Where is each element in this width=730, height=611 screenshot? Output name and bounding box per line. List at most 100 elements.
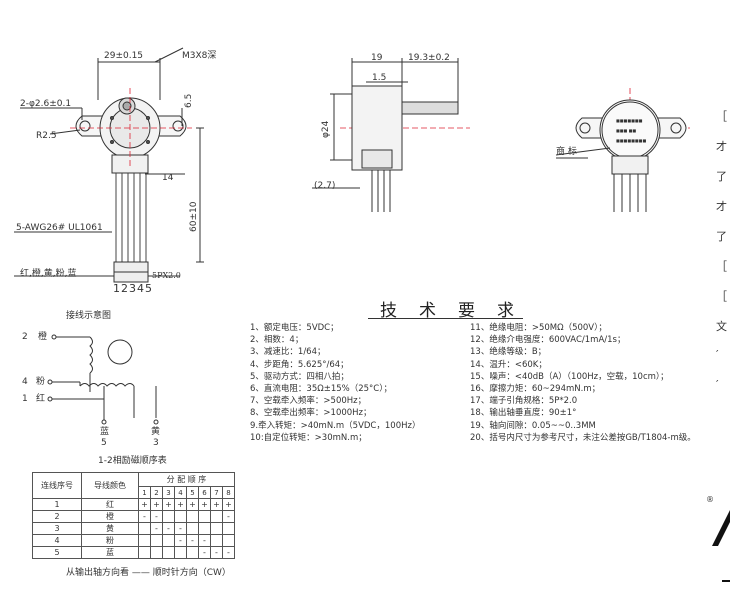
edge-glyph: ［	[716, 110, 727, 123]
edge-glyph: ［	[716, 260, 727, 273]
row-seq: 4	[32, 534, 82, 547]
row-cell	[210, 522, 223, 535]
row-cell	[186, 522, 199, 535]
edge-glyph: 才	[716, 200, 727, 213]
dim-shaft-length: 19.3±0.2	[408, 53, 450, 63]
connector-spec: 5PX2.0	[152, 271, 181, 280]
wiring-title: 接线示意图	[66, 311, 112, 321]
wiring-node-1: 1	[22, 394, 28, 404]
row-cell	[222, 522, 235, 535]
row-cell	[150, 546, 163, 559]
row-color: 黄	[81, 522, 139, 535]
table-step: 6	[198, 486, 211, 499]
phase-sequence-table: 连线序号 导线颜色 分 配 顺 序 1 2 3 4 5 6 7 8 1 红 + …	[32, 472, 235, 559]
dim-body-width: 19	[371, 53, 383, 63]
wire-colors: 红,橙,黄,粉,蓝	[20, 269, 77, 279]
spec-item: 12、绝缘介电强度：600VAC/1mA/1s；	[470, 335, 626, 346]
spec-item: 7、空载牵入频率：>500Hz；	[250, 396, 367, 407]
edge-glyph: 了	[716, 230, 727, 243]
row-color: 蓝	[81, 546, 139, 559]
wiring-yellow: 黄	[151, 427, 161, 437]
spec-item: 16、摩擦力矩：60~294mN.m；	[470, 384, 601, 395]
dim-lead-length: 60±10	[189, 201, 199, 232]
row-cell	[162, 510, 175, 523]
svg-text:■■■■■■■■: ■■■■■■■■	[616, 138, 646, 143]
table-col-seq: 连线序号	[32, 472, 82, 499]
dim-radius: R2.5	[36, 131, 57, 141]
table-col-distribution: 分 配 顺 序	[138, 472, 235, 487]
row-cell	[174, 546, 187, 559]
row-cell	[198, 510, 211, 523]
wiring-yellow-num: 3	[153, 438, 159, 448]
table-row: 1 红 + + + + + + + +	[32, 498, 235, 511]
table-row: 2 橙 - - -	[32, 510, 235, 523]
table-row: 5 蓝 - - -	[32, 546, 235, 559]
wiring-blue: 蓝	[100, 427, 110, 437]
table-caption: 1-2相励磁顺序表	[98, 456, 167, 466]
wiring-schematic	[47, 334, 159, 425]
wiring-node-4: 4	[22, 377, 28, 387]
spec-item: 3、减速比：1/64；	[250, 347, 326, 358]
edge-glyph: 了	[716, 170, 727, 183]
row-cell: +	[222, 498, 235, 511]
table-col-color: 导线颜色	[81, 472, 139, 499]
table-step: 3	[162, 486, 175, 499]
row-cell: -	[150, 522, 163, 535]
table-row: 4 粉 - - -	[32, 534, 235, 547]
row-color: 橙	[81, 510, 139, 523]
pin-numbers: 12345	[113, 282, 153, 295]
row-cell	[210, 510, 223, 523]
row-cell: +	[150, 498, 163, 511]
row-cell	[174, 510, 187, 523]
spec-item: 19、轴向间隙：0.05~~0..3MM	[470, 420, 596, 431]
spec-item: 11、绝缘电阻：>50MΩ（500V）；	[470, 323, 607, 333]
row-seq: 3	[32, 522, 82, 535]
dim-hole: 2-φ2.6±0.1	[20, 99, 72, 109]
dim-offset: 6.5	[184, 93, 194, 108]
row-cell: -	[162, 522, 175, 535]
logo-underline	[722, 580, 730, 582]
spec-item: 10:自定位转矩：>30mN.m；	[250, 432, 367, 443]
row-cell	[138, 522, 151, 535]
spec-item: 17、端子引角规格：5P*2.0	[470, 396, 578, 407]
spec-item: 20、括号内尺寸为参考尺寸，未注公差按GB/T1804-m级。	[470, 432, 696, 443]
row-cell	[162, 534, 175, 547]
row-cell: -	[150, 510, 163, 523]
table-row: 3 黄 - - -	[32, 522, 235, 535]
wiring-node-1-color: 红	[36, 394, 46, 404]
wiring-node-2: 2	[22, 332, 28, 342]
specs-left-list: 1、额定电压：5VDC； 2、相数：4； 3、减速比：1/64； 4、步距角：5…	[250, 322, 420, 444]
registered-mark: ®	[706, 495, 714, 504]
row-cell	[186, 510, 199, 523]
spec-item: 14、温升：<60K；	[470, 359, 547, 370]
row-seq: 2	[32, 510, 82, 523]
row-cell	[162, 546, 175, 559]
dim-diameter: φ24	[321, 120, 331, 138]
table-step: 1	[138, 486, 151, 499]
row-cell	[138, 534, 151, 547]
svg-text:■■■ ■■: ■■■ ■■	[616, 128, 636, 133]
row-cell: +	[162, 498, 175, 511]
spec-item: 15、噪声：<40dB（A）（100Hz，空载，10cm）；	[470, 371, 669, 382]
dim-flange: 1.5	[372, 73, 387, 83]
dim-thread: M3X8深	[182, 51, 217, 61]
edge-glyph: ′	[716, 378, 719, 391]
dim-side-offset: (2.7)	[314, 181, 336, 191]
row-cell	[210, 534, 223, 547]
row-cell: -	[210, 546, 223, 559]
spec-item: 18、输出轴垂直度：90±1°	[470, 408, 577, 419]
row-cell: -	[222, 510, 235, 523]
row-cell: +	[186, 498, 199, 511]
motor-front-view	[14, 47, 204, 283]
wiring-node-4-color: 粉	[36, 377, 46, 387]
spec-item: 2、相数：4；	[250, 335, 304, 346]
edge-glyph: ′	[716, 348, 719, 361]
spec-item: 6、直流电阻：35Ω±15%（25°C）；	[250, 384, 392, 395]
spec-title: 技术要求	[380, 301, 536, 321]
spec-item: 4、步距角：5.625°/64；	[250, 359, 349, 370]
wiring-node-2-color: 橙	[38, 332, 48, 342]
row-seq: 5	[32, 546, 82, 559]
table-step: 4	[174, 486, 187, 499]
wire-spec: 5-AWG26# UL1061	[16, 223, 103, 233]
